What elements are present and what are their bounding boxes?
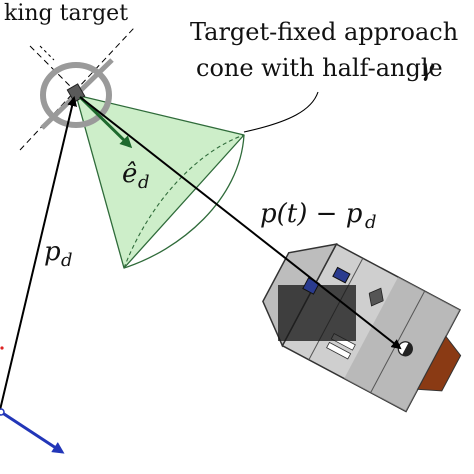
frame-origin — [0, 408, 5, 416]
relative-vector-arrow — [79, 96, 402, 350]
relative-vector-symbol: p(t) − p — [260, 199, 363, 229]
spacecraft-stripe-2 — [326, 341, 352, 360]
unit-vector-subscript: d — [138, 172, 150, 193]
cone-label-gamma: γ — [420, 54, 435, 82]
cone-label-leader — [243, 91, 319, 133]
docking-target-label: king target — [4, 1, 128, 26]
label-leader-line — [39, 45, 55, 61]
cone-label-line1: Target-fixed approach — [190, 18, 458, 46]
spacecraft-nozzle — [416, 335, 462, 392]
spacecraft-icon — [262, 243, 462, 413]
cone-surface — [75, 94, 245, 269]
position-vector-subscript: d — [61, 250, 73, 271]
cone-base-front — [123, 134, 245, 269]
position-vector-label: p d — [44, 237, 73, 271]
position-vector-arrow — [0, 96, 78, 411]
reference-frame — [0, 346, 65, 454]
frame-x-axis — [0, 410, 65, 454]
unit-vector-arrow — [78, 95, 133, 149]
relative-vector-subscript: d — [365, 212, 377, 233]
cone-label-line2: cone with half-angle — [196, 54, 443, 82]
position-vector-symbol: p — [44, 237, 61, 267]
spacecraft-docking-port-mark — [402, 342, 413, 356]
spacecraft-thruster — [368, 287, 384, 307]
spacecraft-shaded-panel — [278, 285, 356, 341]
relative-vector-label: p(t) − p d — [260, 199, 377, 233]
unit-vector-label: ê d — [122, 159, 150, 193]
unit-vector-symbol: ê — [122, 159, 137, 189]
approach-cone — [75, 94, 245, 269]
spacecraft-window — [332, 266, 351, 284]
frame-y-axis-tip — [0, 346, 4, 350]
target-ring — [40, 62, 112, 128]
